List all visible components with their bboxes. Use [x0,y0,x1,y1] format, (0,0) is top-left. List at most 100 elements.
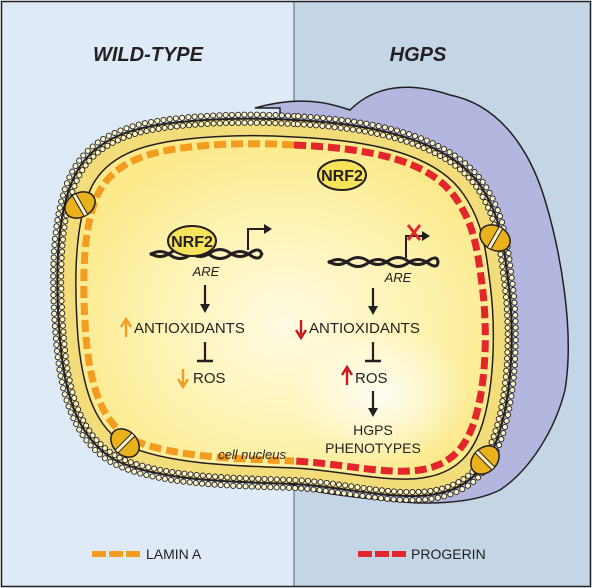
lipid-dot [58,254,65,261]
lipid-dot [442,155,449,163]
lipid-dot [374,130,381,137]
lipid-dot [504,318,511,325]
lipid-dot [347,491,354,498]
lipid-dot [427,487,434,494]
lipid-dot [70,415,77,422]
lipid-dot [145,464,152,471]
lipid-dot [488,439,495,446]
lipid-dot [58,248,66,255]
legend-lamin-a: LAMIN A [92,546,202,562]
lipid-dot [248,483,255,490]
lipid-dot [512,337,519,344]
lipid-dot [447,159,454,166]
lipid-dot [285,484,293,491]
lipid-dot [247,111,254,118]
lipid-dot [58,285,65,292]
lipid-dot [499,269,507,276]
lipid-dot [280,476,287,483]
lipid-dot [341,490,348,497]
lipid-dot [174,477,181,484]
lipid-dot [475,173,482,180]
lipid-dot [473,183,480,190]
lipid-dot [507,262,514,269]
lipid-dot [100,135,107,143]
lipid-dot [428,495,435,502]
lipid-dot [506,256,513,263]
lipid-dot [479,193,486,200]
lipid-dot [501,423,509,431]
lipid-dot [58,304,65,311]
lipid-dot [506,405,513,412]
lipid-dot [228,111,235,118]
lipid-dot [334,489,341,496]
lipid-dot [403,496,410,504]
lipid-dot [191,113,198,120]
lipid-dot [511,305,518,312]
lipid-dot [319,122,326,129]
lipid-dot [331,124,338,131]
lipid-dot [267,476,274,483]
lipid-dot [503,300,510,307]
lipid-dot [230,474,237,481]
lipid-dot [502,287,509,295]
lipid-dot [332,116,339,123]
lipid-dot [409,489,416,496]
lipid-dot [479,178,486,186]
lipid-dot [326,115,333,122]
lipid-dot [222,111,229,119]
lipid-dot [223,482,230,489]
lipid-dot [131,468,138,475]
lipid-dot [57,372,64,379]
lipid-dot [504,324,511,331]
lipid-dot [179,122,186,129]
lipid-dot [378,495,385,502]
lipid-dot [192,121,199,128]
lipid-dot [507,399,514,406]
legend-label-progerin: PROGERIN [411,546,486,562]
lipid-dot [471,169,478,176]
lipid-dot [61,224,68,231]
lipid-dot [504,411,512,418]
lipid-dot [313,114,320,121]
nrf2-wt: NRF2 [167,225,217,257]
lipid-dot [166,116,173,123]
lipid-dot [295,113,302,120]
lipid-dot [279,484,286,491]
lipid-dot [216,120,223,127]
lipid-dot [284,112,292,119]
lipid-dot [466,164,473,171]
lipid-dot [434,494,441,501]
lipid-dot [342,482,349,489]
lipid-dot [58,260,65,268]
lipid-dot [469,178,476,186]
lipid-dot [129,123,136,130]
lipid-dot [141,120,148,127]
lipid-dot [94,139,101,146]
lipid-dot [60,328,67,335]
lipid-dot [489,195,496,202]
lipid-dot [94,149,101,156]
lipid-dot [113,461,120,469]
lipid-dot [64,365,71,372]
lipid-dot [143,471,150,479]
lipid-dot [66,377,73,384]
lipid-dot [286,476,293,483]
lipid-dot [80,152,87,159]
up-arrow-antioxidants-wt [119,316,133,337]
lipid-dot [511,299,518,306]
lipid-dot [470,478,477,485]
lipid-dot [322,487,329,494]
lipid-dot [199,472,206,479]
lipid-dot [503,367,510,374]
lipid-dot [76,426,83,433]
lipid-dot [211,481,218,488]
lipid-dot [497,251,504,258]
lipid-dot [343,125,350,132]
lipid-dot [421,488,428,495]
lipid-dot [58,198,65,205]
lipid-dot [397,136,404,143]
lipid-dot [155,474,162,481]
lipid-dot [499,398,506,405]
lipid-dot [393,127,401,134]
lipid-dot [125,466,132,473]
